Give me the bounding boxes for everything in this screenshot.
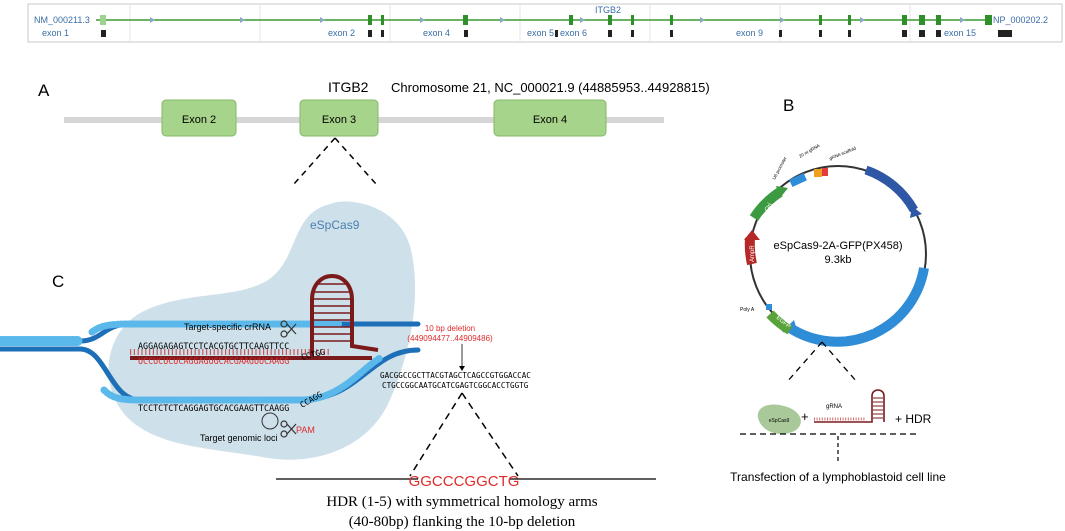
genome-browser: ITGB2 NM_000211.3 NP_000202.2 exon 1 exo… [27,3,1063,43]
grna-label: gRNA [826,404,842,410]
plasmid-name: eSpCas9-2A-GFP(PX458) [774,240,903,252]
grna-small-hairpin [814,389,885,423]
exon-3-label: Exon 3 [322,114,356,126]
deleted-sequence: GGCCCGGCTG [409,473,520,490]
rna-sequence: UCCUCUCUCAGGAGUGCACGAAGUUCAAGG [138,356,289,366]
browser-frame [27,3,1063,43]
plasmid-size: 9.3kb [825,254,852,266]
exon-3-box[interactable] [299,99,379,137]
panel-letter-a: A [38,81,50,100]
exon-4-label: Exon 4 [533,114,567,126]
transfection-caption: Transfection of a lymphoblastoid cell li… [730,470,946,484]
exon-labels: exon 1 exon 2 exon 4 exon 5 exon 6 exon … [42,28,976,38]
panel-letter-b: B [783,96,794,115]
exon-label[interactable]: exon 15 [944,28,976,38]
scissors-icon [280,320,297,338]
deletion-coords: (449094477..44909486) [407,334,493,343]
scaffold-label: gRNA scaffold [829,145,858,160]
ampr-label: AmpR [750,245,756,262]
plus-sign: + [801,409,809,424]
cas9-label: eSpCas9 [310,218,360,232]
crrna-label: Target-specific crRNA [184,322,271,332]
exon-label[interactable]: exon 2 [328,28,355,38]
pam-label: PAM [296,425,315,435]
blue-arrow-head [910,206,922,218]
exon-label[interactable]: exon 1 [42,28,69,38]
ampr-arrow-head [744,230,760,240]
panel-a: A ITGB2 Chromosome 21, NC_000021.9 (4488… [38,79,710,185]
cas9-protein-small [757,404,801,434]
right-accession[interactable]: NP_000202.2 [993,15,1048,25]
dna-rungs-top [88,320,344,336]
grna-small-strand [814,389,885,423]
polya-element [766,304,772,310]
exon-marks [101,30,1012,37]
polya-label: Poly A [740,307,755,313]
grna-scaffold-element [822,168,828,176]
left-accession[interactable]: NM_000211.3 [34,15,90,25]
grna-small-stem-rungs [873,397,883,419]
right-bottom-sequence: CTGCCGGCAATGCATCGAGTCGGCACCTGGTG [382,381,529,390]
exon-label[interactable]: exon 5 [527,28,554,38]
panel-a-gene: ITGB2 [328,79,369,95]
grna20-label: 20 nt gRNA [798,143,821,159]
zoom-lines-plasmid [786,341,858,383]
panel-letter-c: C [52,272,64,291]
zoom-lines-deletion [409,392,519,477]
pam-circle [261,412,279,430]
ori-arrow-head [776,186,788,198]
deleted-seq-bg [418,470,510,488]
dna-double-helix [0,320,421,404]
panel-c: C eSpCas9 Target-specific crRNA [0,201,656,530]
exon-label[interactable]: exon 9 [736,28,763,38]
plus-hdr: + HDR [895,412,932,426]
u6-promoter [789,172,807,188]
egfp-orf [766,310,793,335]
exon-label[interactable]: exon 4 [423,28,450,38]
chromosome-label: Chromosome 21, NC_000021.9 (44885953..44… [391,80,710,95]
grna-hairpin [130,274,379,360]
browser-gene-name[interactable]: ITGB2 [595,5,621,15]
cas9-small-label: eSpCas9 [769,418,790,424]
cas9-orf [787,267,929,347]
hdr-caption-line2: (40-80bp) flanking the 10-bp deletion [349,514,576,530]
target-loci-label: Target genomic loci [200,433,278,443]
deletion-title: 10 bp deletion [425,324,475,333]
strand-arrows [150,17,965,23]
browser-exon-blocks [100,15,992,25]
stem-loop-rungs [314,283,350,342]
hdr-caption-line1: HDR (1-5) with symmetrical homology arms [326,494,597,510]
grna-20nt-element [814,169,822,177]
panel-b: B U6 promoter 20 nt gRNA gRNA scaffold O… [730,96,946,484]
exon-label[interactable]: exon 6 [560,28,587,38]
dna-rungs-bottom [100,354,384,404]
scissors-icon [280,420,297,438]
top-dna-sequence: AGGAGAGAGTCCTCACGTGCTTCAAGTTCC [138,341,289,351]
exon-4-box[interactable] [493,99,607,137]
bottom-dna-sequence: TCCTCTCTCAGGAGTGCACGAAGTTCAAGG [138,403,289,413]
cas9-protein-blob [108,201,416,460]
zoom-lines-exon3 [293,137,377,185]
deletion-arrowhead [459,366,465,371]
right-top-sequence: GACGGCCGCTTACGTAGCTCAGCCGTGGACCAC [380,371,531,380]
exon-2-label: Exon 2 [182,114,216,126]
ori-label: Ori [764,202,774,213]
stem-loop [310,274,379,356]
exon-2-box[interactable] [161,99,237,137]
u6-label: U6 promoter [771,156,787,181]
plasmid-blue-segment-top [864,165,918,213]
